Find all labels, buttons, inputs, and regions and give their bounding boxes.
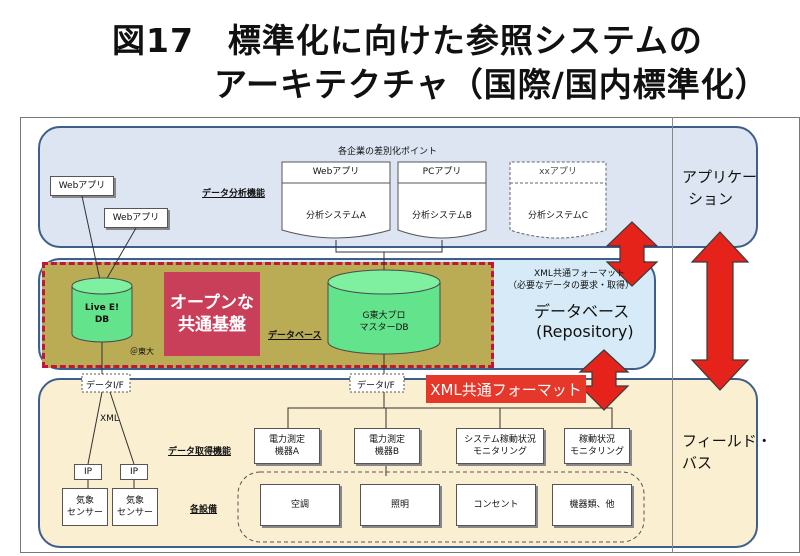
open-platform-label-line-2: 共通基盤 bbox=[177, 315, 246, 335]
g-todai-master-db-cylinder bbox=[327, 269, 441, 355]
system-a-bottom-label: 分析システムA bbox=[306, 211, 366, 221]
analysis-system-c bbox=[509, 161, 607, 239]
data-analysis-function-label: データ分析機能 bbox=[202, 189, 266, 199]
live-e-db-cylinder bbox=[71, 277, 133, 343]
connector-if-ip2 bbox=[109, 391, 135, 465]
live-e-db-label-line-1: Live E! bbox=[84, 303, 120, 313]
weather-sensor-1: 気象 センサー bbox=[62, 488, 108, 526]
xml-format-note-line-1: XML共通フォーマット bbox=[534, 269, 625, 279]
open-platform-label: オープンな 共通基盤 bbox=[164, 272, 260, 356]
live-e-db-label: Live E! DB bbox=[72, 302, 132, 326]
web-app-box-1: Webアプリ bbox=[50, 176, 114, 196]
application-side-label-line-1: アプリケー bbox=[682, 168, 758, 186]
side-divider bbox=[672, 117, 673, 553]
application-side-label-line-2: ション bbox=[688, 190, 734, 208]
xml-format-note-line-2: （必要なデータの要求・取得） bbox=[508, 281, 635, 291]
connector-if-ip1 bbox=[87, 391, 103, 465]
arrow-app-field bbox=[690, 231, 750, 391]
differentiation-header: 各企業の差別化ポイント bbox=[338, 147, 438, 157]
analysis-system-b bbox=[397, 161, 487, 239]
data-if-box-1 bbox=[81, 373, 131, 393]
equipment-outlet: コンセント bbox=[456, 484, 536, 526]
system-c-bottom-label: 分析システムC bbox=[527, 211, 588, 221]
field-bus-side-label-line-2: バス bbox=[682, 454, 713, 472]
field-bus-side-label: フィールド・ バス bbox=[682, 430, 772, 474]
database-function-label: データベース bbox=[268, 331, 322, 341]
power-meter-b: 電力測定 機器B bbox=[354, 428, 420, 464]
connector-webapp2-livedb bbox=[105, 227, 137, 281]
operation-monitoring: 稼動状況 モニタリング bbox=[564, 428, 630, 464]
system-a-top-label: Webアプリ bbox=[312, 167, 360, 177]
figure-title-line-2: アーキテクチャ（国際/国内標準化） bbox=[214, 65, 769, 104]
data-if-label-1: データI/F bbox=[86, 381, 124, 391]
equipment-container bbox=[237, 471, 645, 543]
figure-title-line-1: 図17 標準化に向けた参照システムの bbox=[112, 21, 703, 60]
repository-label-line-2: (Repository) bbox=[536, 322, 634, 341]
g-todai-db-label: G東大プロ マスターDB bbox=[328, 310, 440, 334]
field-bus-side-label-line-1: フィールド・ bbox=[682, 432, 772, 450]
g-todai-db-label-line-1: G東大プロ bbox=[362, 311, 406, 321]
system-b-bottom-label: 分析システムB bbox=[412, 211, 472, 221]
arrow-app-db bbox=[605, 221, 659, 287]
weather-sensor-2: 気象 センサー bbox=[112, 488, 158, 526]
system-b-top-label: PCアプリ bbox=[422, 167, 462, 177]
system-operation-monitoring: システム稼動状況 モニタリング bbox=[456, 428, 544, 464]
ip-box-1: IP bbox=[74, 464, 102, 480]
system-c-top-label: xxアプリ bbox=[539, 167, 577, 177]
equipment-air-conditioning: 空調 bbox=[260, 484, 340, 526]
equipment-devices-other: 機器類、他 bbox=[552, 484, 632, 526]
application-side-label: アプリケー ション bbox=[682, 166, 757, 210]
arrow-db-field bbox=[578, 349, 630, 411]
equipment-lighting: 照明 bbox=[360, 484, 440, 526]
live-e-db-label-line-2: DB bbox=[94, 315, 110, 325]
data-if-box-2 bbox=[349, 373, 405, 393]
utokyo-label: ＠東大 bbox=[130, 347, 154, 356]
open-platform-label-line-1: オープンな bbox=[170, 293, 254, 313]
connector-systems bbox=[335, 240, 443, 253]
devices-label: 各設備 bbox=[190, 505, 218, 515]
ip-box-2: IP bbox=[120, 464, 148, 480]
xml-common-format-bar: XML共通フォーマット bbox=[426, 375, 586, 403]
connector-meters bbox=[287, 407, 613, 428]
connector-webapp1-livedb bbox=[81, 195, 101, 281]
g-todai-db-label-line-2: マスターDB bbox=[359, 323, 409, 333]
data-if-label-2: データI/F bbox=[357, 381, 395, 391]
power-meter-a: 電力測定 機器A bbox=[254, 428, 320, 464]
web-app-box-2: Webアプリ bbox=[104, 208, 168, 228]
repository-label-line-1: データベース bbox=[534, 302, 630, 321]
analysis-system-a bbox=[281, 161, 391, 239]
data-acquisition-function-label: データ取得機能 bbox=[168, 447, 232, 457]
xml-label: XML bbox=[100, 414, 119, 424]
